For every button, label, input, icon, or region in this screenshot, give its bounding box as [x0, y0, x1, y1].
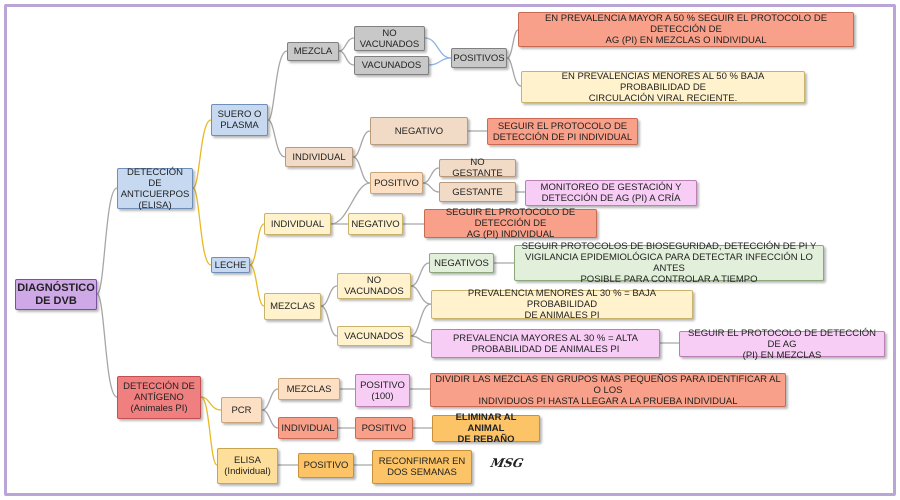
connector — [410, 262, 430, 287]
gestante-node: GESTANTE — [439, 182, 516, 202]
root-node: DIAGNÓSTICO DE DVB — [15, 279, 97, 310]
connector — [424, 37, 452, 59]
positivo-100-node: POSITIVO (100) — [355, 374, 410, 407]
positivos-1-node: POSITIVOS — [451, 48, 507, 68]
seguir-ag-individual-node: SEGUIR EL PROTOCOLO DE DETECCIÓN DE AG (… — [424, 207, 597, 240]
connector — [422, 167, 440, 184]
connector — [352, 156, 371, 184]
connector — [338, 37, 355, 52]
eliminar-node: ELIMINAR AL ANIMAL DE REBAÑO — [432, 412, 540, 445]
no-gestante-node: NO GESTANTE — [439, 157, 516, 179]
connector — [506, 29, 519, 59]
positivo-1-node: POSITIVO — [370, 172, 423, 194]
no-vacunados-1-node: NO VACUNADOS — [354, 26, 425, 51]
connector — [192, 187, 212, 266]
prevalencia-menor-50-node: EN PREVALENCIAS MENORES AL 50 % BAJA PRO… — [521, 71, 805, 104]
no-vacunados-2-node: NO VACUNADOS — [337, 273, 411, 299]
elisa-individual-node: ELISA (Individual) — [217, 448, 278, 484]
individual-suero-node: INDIVIDUAL — [285, 147, 353, 167]
connector — [320, 305, 338, 337]
mezclas-leche-node: MEZCLAS — [264, 293, 321, 320]
connector — [410, 303, 432, 337]
mezclas-pcr-node: MEZCLAS — [278, 378, 340, 400]
positivo-pcr-node: POSITIVO — [355, 417, 413, 439]
protocolo-mezclas-node: EN PREVALENCIA MAYOR A 50 % SEGUIR EL PR… — [518, 12, 854, 47]
negativos-2-node: NEGATIVOS — [429, 253, 494, 273]
connector — [352, 130, 371, 158]
anticuerpos-node: DETECCIÓN DE ANTICUERPOS (ELISA) — [117, 167, 193, 211]
connector — [330, 182, 371, 225]
monitoreo-node: MONITOREO DE GESTACIÓN Y DETECCIÓN DE AG… — [525, 180, 697, 206]
vacunados-2-node: VACUNADOS — [337, 326, 411, 346]
bioseguridad-node: SEGUIR PROTOCOLOS DE BIOSEGURIDAD, DETEC… — [514, 241, 824, 285]
connector — [410, 335, 432, 344]
connector — [410, 285, 432, 305]
individual-leche-node: INDIVIDUAL — [264, 213, 331, 235]
connector — [249, 223, 265, 266]
connector — [338, 50, 355, 66]
connector — [96, 187, 118, 295]
antigeno-node: DETECCIÓN DE ANTÍGENO (Animales PI) — [117, 376, 201, 419]
connector — [422, 182, 440, 193]
leche-node: LECHE — [211, 257, 250, 273]
mezcla-node: MEZCLA — [287, 42, 339, 61]
connector — [506, 57, 522, 87]
pcr-node: PCR — [221, 397, 262, 423]
connector — [320, 285, 338, 307]
connector — [428, 57, 452, 66]
seguir-pi-individual-node: SEGUIR EL PROTOCOLO DE DETECCIÓN DE PI I… — [487, 118, 638, 145]
connector — [261, 409, 279, 429]
individual-pcr-node: INDIVIDUAL — [278, 417, 338, 439]
connector — [267, 119, 286, 158]
connector — [261, 388, 279, 411]
positivo-elisa-node: POSITIVO — [298, 453, 354, 478]
author-signature: MSG — [489, 456, 525, 470]
dividir-mezclas-node: DIVIDIR LAS MEZCLAS EN GRUPOS MAS PEQUEÑ… — [430, 373, 786, 407]
seguir-ag-mezclas-node: SEGUIR EL PROTOCOLO DE DETECCIÓN DE AG (… — [679, 328, 885, 361]
negativo-2-node: NEGATIVO — [348, 213, 403, 235]
connector — [192, 119, 212, 189]
suero-node: SUERO O PLASMA — [211, 104, 268, 136]
connector — [96, 293, 118, 398]
prevalencia-menor-30-node: PREVALENCIA MENORES AL 30 % = BAJA PROBA… — [431, 288, 693, 321]
prevalencia-mayor-30-node: PREVALENCIA MAYORES AL 30 % = ALTA PROBA… — [431, 329, 660, 358]
negativo-1-node: NEGATIVO — [370, 117, 468, 145]
reconfirmar-node: RECONFIRMAR EN DOS SEMANAS — [372, 450, 472, 484]
vacunados-1-node: VACUNADOS — [354, 56, 429, 75]
connector — [249, 264, 265, 307]
connector — [267, 50, 288, 121]
connector — [200, 396, 218, 466]
